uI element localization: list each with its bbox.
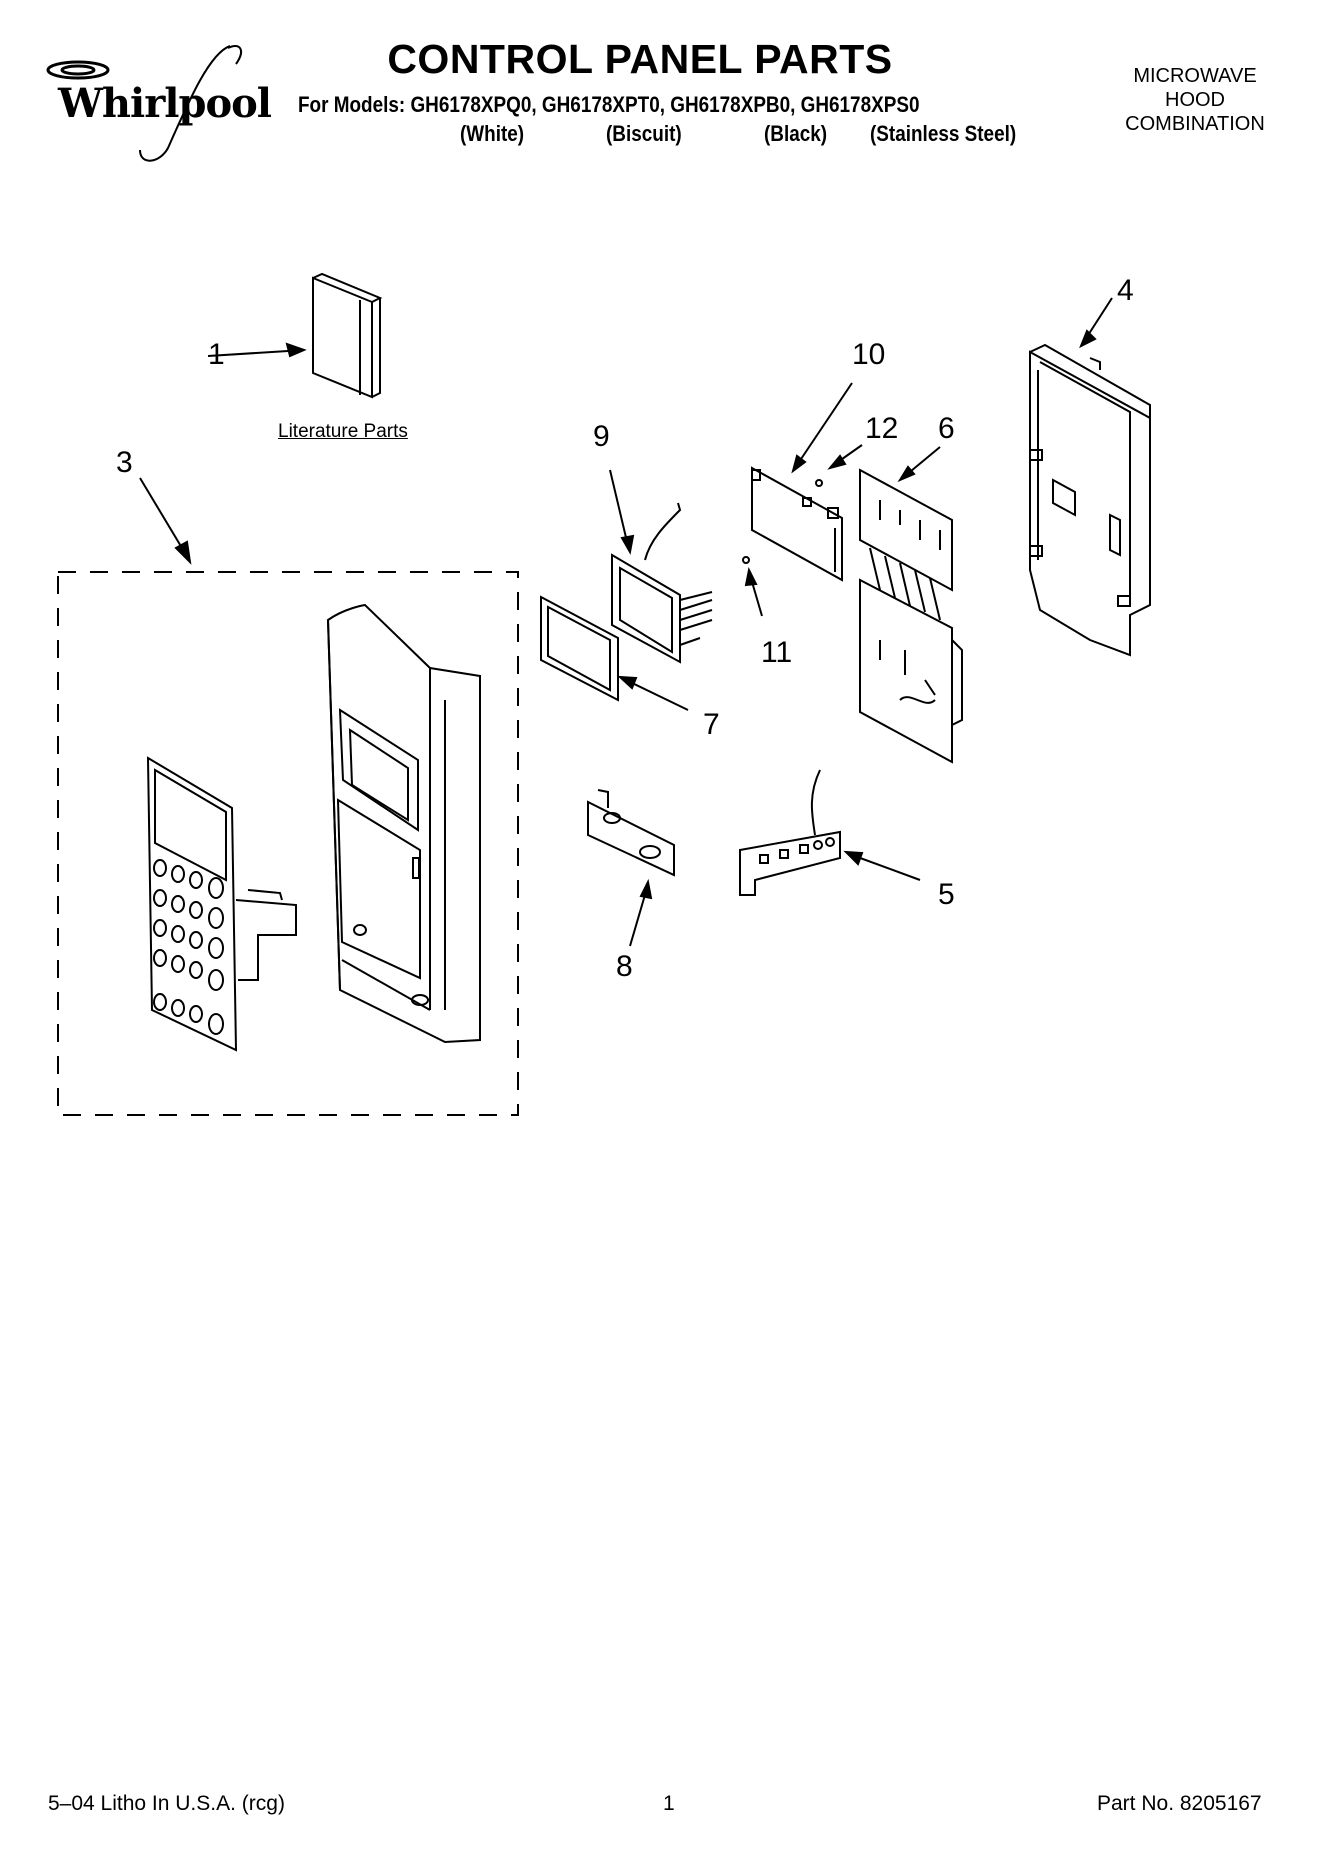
callout-9: 9 [593, 420, 610, 453]
panel-assembly-group-box [57, 571, 519, 1116]
keypad-membrane [146, 756, 297, 1052]
callout-3: 3 [116, 446, 133, 479]
leader-line-3 [139, 477, 189, 559]
callout-11: 11 [761, 636, 793, 669]
callout-1: 1 [208, 338, 225, 371]
screw-part-12 [815, 479, 823, 487]
leader-line-10 [794, 382, 853, 469]
variant-biscuit: (Biscuit) [606, 121, 682, 146]
whirlpool-logo-swirl [46, 45, 243, 162]
keypad-buttons [153, 859, 224, 1035]
control-board-part-6 [859, 468, 963, 764]
callout-6: 6 [938, 412, 955, 445]
callout-4: 4 [1117, 274, 1134, 307]
brand-logo-text: Whirlpool [58, 80, 272, 127]
display-part-9 [611, 502, 713, 664]
leader-line-5 [851, 854, 921, 881]
display-lens-part-7 [540, 595, 619, 702]
variant-white: (White) [460, 121, 525, 146]
literature-book-part-1 [312, 272, 383, 399]
callout-5: 5 [938, 878, 955, 911]
switch-board-part-5 [739, 769, 841, 896]
product-type-line: MICROWAVE [1133, 65, 1257, 87]
callout-8: 8 [616, 950, 633, 983]
product-type-line: COMBINATION [1125, 113, 1265, 135]
mounting-plate-part-4 [1029, 343, 1151, 657]
variant-black: (Black) [764, 121, 828, 146]
footer-part-number: Part No. 8205167 [1097, 1792, 1262, 1815]
literature-parts-label: Literature Parts [278, 421, 408, 442]
footer-page-number: 1 [663, 1792, 675, 1815]
leader-line-7 [625, 679, 689, 711]
callout-7: 7 [703, 708, 720, 741]
footer-litho: 5–04 Litho In U.S.A. (rcg) [48, 1792, 285, 1815]
product-type-line: HOOD [1165, 89, 1225, 111]
control-panel-housing [326, 603, 481, 1044]
screw-part-11 [742, 556, 750, 564]
leader-line-9 [609, 469, 629, 547]
product-type: MICROWAVE HOOD COMBINATION [1090, 64, 1300, 136]
callout-10: 10 [852, 338, 886, 371]
circuit-board-part-10 [751, 466, 843, 582]
callout-12: 12 [865, 412, 899, 445]
page-title: CONTROL PANEL PARTS [387, 36, 893, 82]
bracket-part-8 [587, 789, 675, 877]
models-line: For Models: GH6178XPQ0, GH6178XPT0, GH61… [298, 92, 920, 117]
variant-stainless-steel: (Stainless Steel) [870, 121, 1017, 146]
leader-line-8 [629, 887, 648, 947]
